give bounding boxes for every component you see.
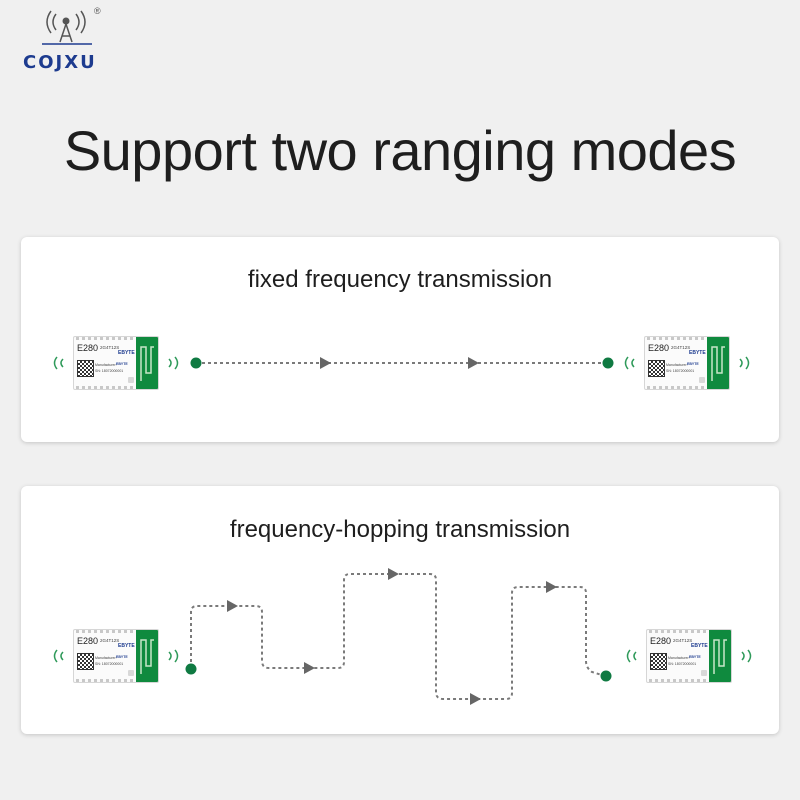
- frequency-hopping-title: frequency-hopping transmission: [229, 516, 571, 543]
- antenna-connector: [699, 377, 705, 383]
- qr-code-icon: [77, 653, 94, 670]
- module-brand-small: EBYTE: [116, 362, 128, 366]
- brand-name: COJXU: [23, 52, 97, 73]
- module-model: E280: [77, 343, 99, 353]
- signal-wave-left-icon: [622, 647, 640, 669]
- antenna-connector: [128, 377, 134, 383]
- module-sub-label: 2G4T12S: [673, 638, 693, 643]
- hopping-path: [185, 568, 612, 705]
- module-serial: SN: 18072000001: [95, 662, 124, 666]
- antenna-signal-icon: [42, 10, 92, 45]
- signal-wave-left-icon: [49, 647, 67, 669]
- signal-wave-right-icon: [165, 647, 183, 669]
- module-serial: SN: 18072000001: [95, 369, 124, 373]
- module-model: E280: [648, 343, 670, 353]
- pcb-antenna: [709, 630, 731, 682]
- qr-code-icon: [77, 360, 94, 377]
- signal-wave-right-icon: [736, 354, 754, 376]
- antenna-connector: [701, 670, 707, 676]
- hopping-arrow-5: [546, 581, 557, 593]
- qr-code-icon: [648, 360, 665, 377]
- module-model: E280: [650, 636, 672, 646]
- module-brand: EBYTE: [118, 643, 135, 649]
- module-sub-label: 2G4T12S: [100, 638, 120, 643]
- hopping-arrow-2: [304, 662, 315, 674]
- module-brand-small: EBYTE: [116, 655, 128, 659]
- module-manufacturer: Manufacturer:: [95, 656, 117, 660]
- signal-wave-right-icon: [165, 354, 183, 376]
- hopping-arrow-1: [227, 600, 238, 612]
- registered-mark: ®: [94, 6, 101, 16]
- module-manufacturer: Manufacturer:: [668, 656, 690, 660]
- fixed-path: [190, 357, 614, 369]
- module-manufacturer: Manufacturer:: [95, 363, 117, 367]
- signal-wave-right-icon: [738, 647, 756, 669]
- signal-wave-left-icon: [620, 354, 638, 376]
- hopping-start-node: [185, 663, 197, 675]
- hopping-end-node: [600, 670, 612, 682]
- brand-logo: ® COJXU: [20, 6, 130, 73]
- pcb-antenna: [707, 337, 729, 389]
- pcb-antenna: [136, 337, 158, 389]
- fixed-arrow-2: [468, 357, 479, 369]
- module-sub-label: 2G4T12S: [671, 345, 691, 350]
- fixed-start-node: [190, 357, 202, 369]
- module-brand: EBYTE: [118, 350, 135, 356]
- module-brand-small: EBYTE: [689, 655, 701, 659]
- qr-code-icon: [650, 653, 667, 670]
- frequency-hopping-card: frequency-hopping transmission: [21, 486, 779, 734]
- module-serial: SN: 18072000001: [668, 662, 697, 666]
- hopping-arrow-4: [470, 693, 481, 705]
- hopping-arrow-3: [388, 568, 399, 580]
- module-serial: SN: 18072000001: [666, 369, 695, 373]
- fixed-end-node: [602, 357, 614, 369]
- module-sub-label: 2G4T12S: [100, 345, 120, 350]
- antenna-connector: [128, 670, 134, 676]
- module-model: E280: [77, 636, 99, 646]
- signal-wave-left-icon: [49, 354, 67, 376]
- fixed-frequency-title: fixed frequency transmission: [247, 266, 553, 293]
- page-title: Support two ranging modes: [63, 119, 737, 182]
- fixed-arrow-1: [320, 357, 331, 369]
- module-brand: EBYTE: [689, 350, 706, 356]
- module-brand: EBYTE: [691, 643, 708, 649]
- pcb-antenna: [136, 630, 158, 682]
- module-manufacturer: Manufacturer:: [666, 363, 688, 367]
- module-brand-small: EBYTE: [687, 362, 699, 366]
